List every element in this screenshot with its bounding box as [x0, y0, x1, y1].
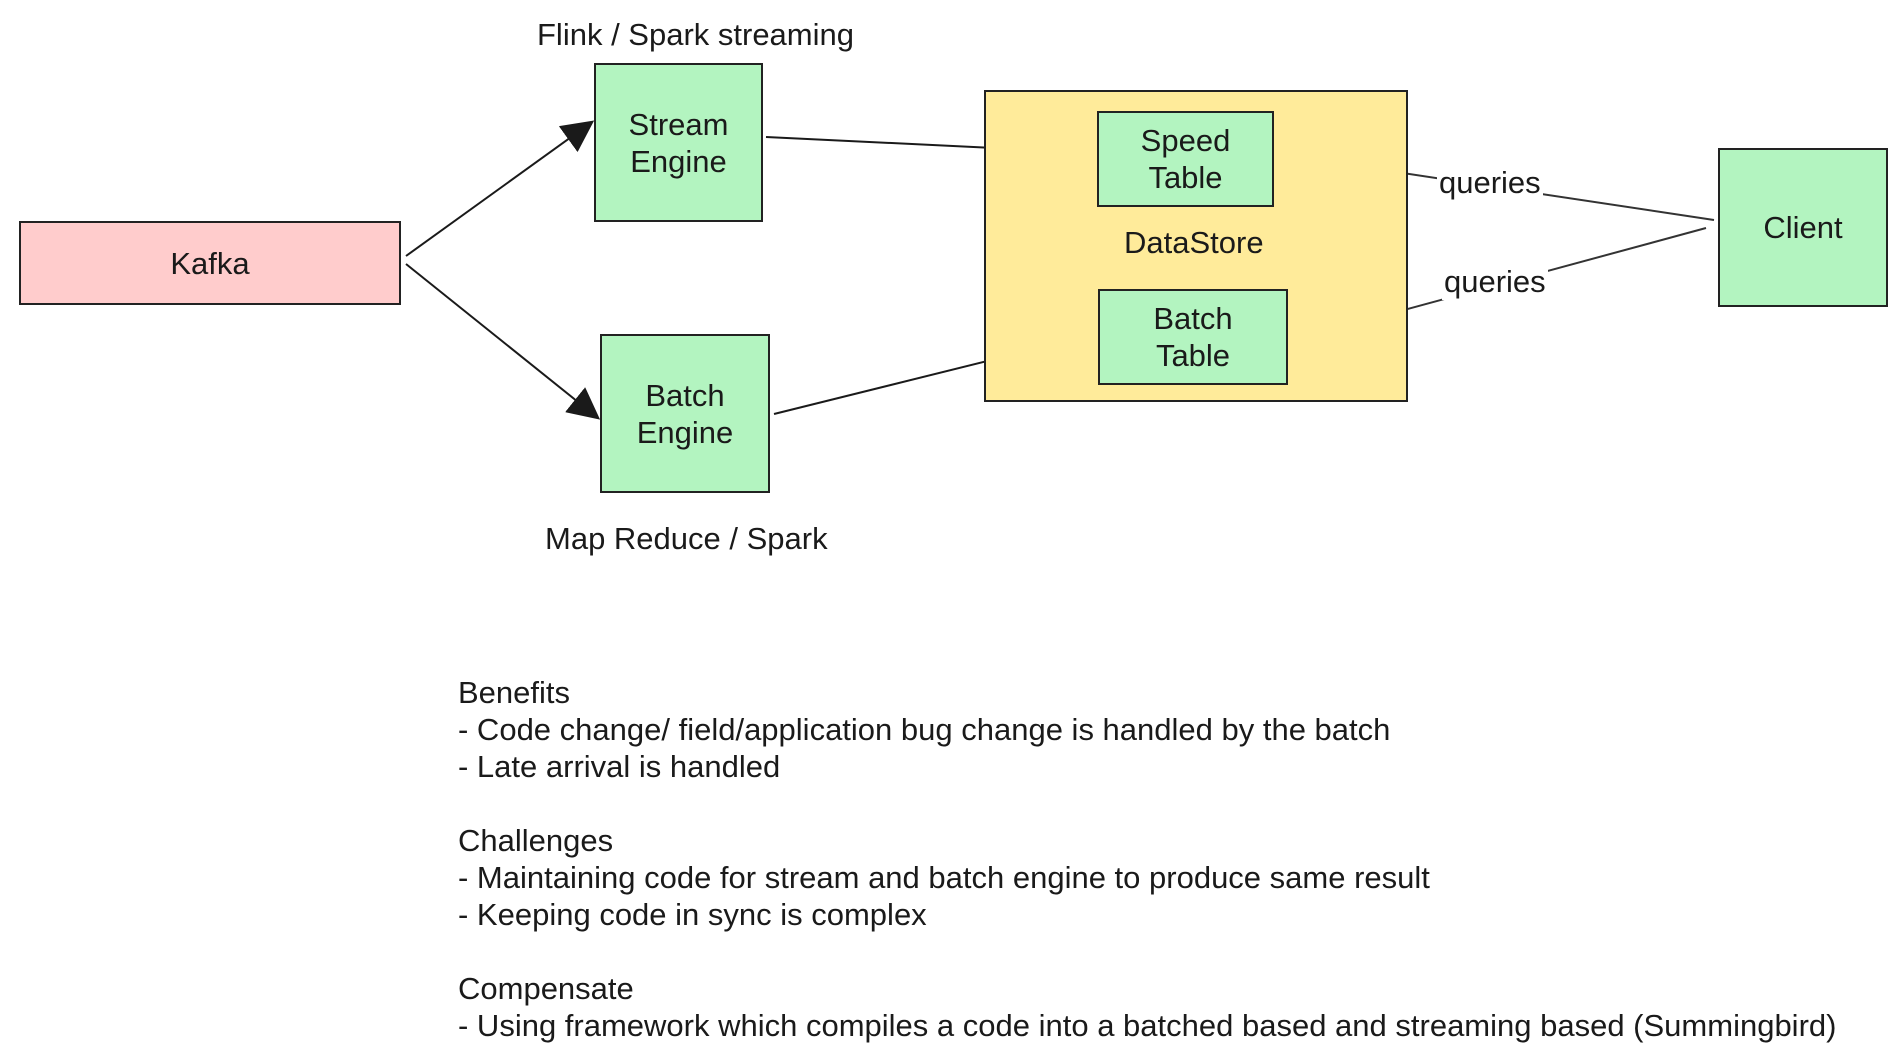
- edge-kafka-to-batch-engine: [405, 263, 601, 420]
- batch-table-node: Batch Table: [1098, 289, 1288, 385]
- speed-table-label: Speed Table: [1140, 123, 1231, 195]
- kafka-label: Kafka: [170, 245, 250, 281]
- notes-compensate-item: - Using framework which compiles a code …: [458, 1008, 1837, 1043]
- notes-challenge-item: - Keeping code in sync is complex: [458, 897, 927, 932]
- notes-spacer: [458, 933, 1836, 970]
- notes-challenge-item: - Maintaining code for stream and batch …: [458, 860, 1430, 895]
- batch-table-label: Batch Table: [1153, 301, 1233, 373]
- notes-benefit-item: - Code change/ field/application bug cha…: [458, 712, 1391, 747]
- stream-engine-node: Stream Engine: [594, 63, 763, 222]
- batch-engine-label: Batch Engine: [636, 377, 734, 450]
- client-label: Client: [1763, 210, 1843, 245]
- client-node: Client: [1718, 148, 1888, 307]
- batch-engine-caption: Map Reduce / Spark: [545, 521, 828, 556]
- notes-benefit-item: - Late arrival is handled: [458, 749, 781, 784]
- batch-engine-node: Batch Engine: [600, 334, 770, 493]
- edge-label-queries-batch: queries: [1442, 263, 1548, 300]
- edge-label-queries-speed: queries: [1437, 164, 1543, 201]
- notes-challenges-heading: Challenges: [458, 823, 614, 858]
- datastore-label: DataStore: [1124, 225, 1264, 260]
- kafka-node: Kafka: [19, 221, 401, 305]
- stream-engine-caption: Flink / Spark streaming: [537, 17, 854, 52]
- speed-table-node: Speed Table: [1097, 111, 1274, 207]
- notes-compensate-heading: Compensate: [458, 971, 634, 1006]
- notes-spacer: [458, 785, 1836, 822]
- edge-kafka-to-stream-engine: [405, 120, 595, 257]
- notes-block: Benefits - Code change/ field/applicatio…: [458, 674, 1836, 1044]
- stream-engine-label: Stream Engine: [628, 106, 729, 179]
- notes-benefits-heading: Benefits: [458, 675, 571, 710]
